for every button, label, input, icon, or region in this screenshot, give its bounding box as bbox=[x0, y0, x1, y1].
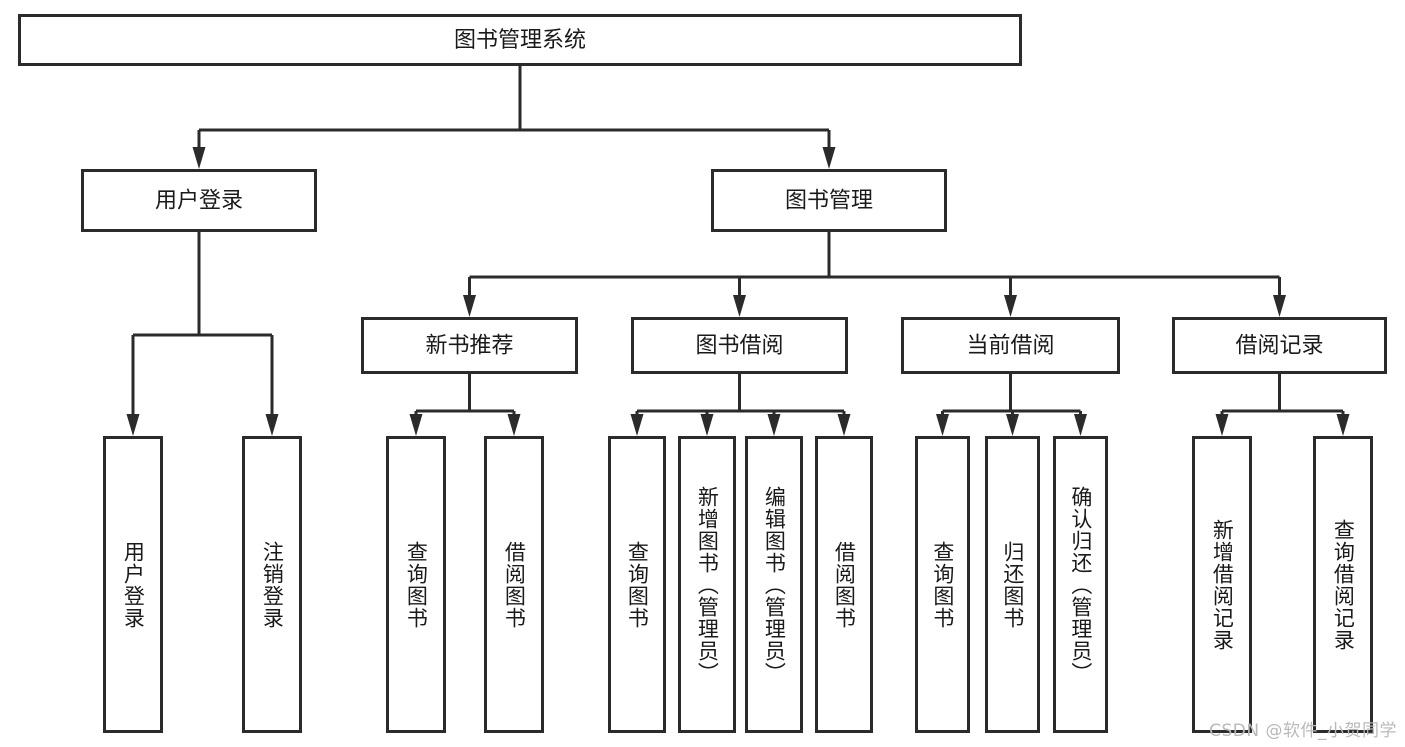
arrow-icon-leaf-add-record bbox=[1215, 414, 1229, 436]
node-current-borrow-label: 当前借阅 bbox=[966, 334, 1054, 359]
node-leaf-add-record[interactable] bbox=[1192, 436, 1252, 733]
arrow-icon-leaf-return-book bbox=[1006, 414, 1019, 436]
node-leaf-confirm-return[interactable] bbox=[1053, 436, 1108, 733]
csdn-watermark: CSDN @软件_小贺同学 bbox=[1209, 721, 1397, 741]
node-user-login[interactable] bbox=[81, 169, 317, 232]
node-book-manage[interactable] bbox=[711, 169, 947, 232]
node-user-login-label: 用户登录 bbox=[155, 189, 243, 214]
arrow-icon-leaf-query-book-cur bbox=[936, 414, 949, 436]
arrow-icon-current-borrow bbox=[1004, 295, 1017, 317]
node-box-layer bbox=[18, 14, 1387, 733]
arrow-icon-leaf-borrow-book-rec bbox=[507, 414, 521, 436]
arrow-icon-leaf-add-book bbox=[700, 414, 714, 436]
node-leaf-borrow-book-rec[interactable] bbox=[484, 436, 544, 733]
arrow-icon-book-borrow bbox=[733, 295, 746, 317]
arrow-icon-leaf-user-logout bbox=[265, 414, 279, 436]
node-root[interactable] bbox=[18, 14, 1022, 66]
arrow-icon-leaf-query-book-bor bbox=[630, 414, 644, 436]
node-leaf-add-book[interactable] bbox=[678, 436, 736, 733]
node-book-borrow-label: 图书借阅 bbox=[695, 334, 783, 359]
node-leaf-user-login[interactable] bbox=[103, 436, 163, 733]
node-new-book-rec-label: 新书推荐 bbox=[425, 334, 513, 359]
connector-layer bbox=[126, 66, 1350, 436]
node-leaf-borrow-book[interactable] bbox=[815, 436, 873, 733]
arrow-icon-borrow-record bbox=[1273, 295, 1286, 317]
arrow-icon-new-book-rec bbox=[463, 295, 476, 317]
node-leaf-query-book-bor[interactable] bbox=[608, 436, 666, 733]
node-leaf-query-book-rec[interactable] bbox=[386, 436, 446, 733]
node-root-label: 图书管理系统 bbox=[454, 28, 586, 53]
node-leaf-query-book-cur[interactable] bbox=[915, 436, 970, 733]
node-leaf-return-book[interactable] bbox=[985, 436, 1040, 733]
arrow-icon-leaf-user-login bbox=[126, 414, 140, 436]
arrow-icon-leaf-edit-book bbox=[767, 414, 781, 436]
arrow-icon-leaf-borrow-book bbox=[837, 414, 851, 436]
node-leaf-query-record[interactable] bbox=[1313, 436, 1373, 733]
arrow-icon-user-login bbox=[192, 147, 206, 169]
node-leaf-edit-book[interactable] bbox=[745, 436, 803, 733]
node-new-book-rec[interactable] bbox=[361, 317, 578, 374]
arrow-icon-leaf-query-book-rec bbox=[409, 414, 423, 436]
arrow-icon-book-manage bbox=[822, 147, 836, 169]
node-leaf-user-logout[interactable] bbox=[242, 436, 302, 733]
node-borrow-record[interactable] bbox=[1172, 317, 1387, 374]
arrow-icon-leaf-confirm-return bbox=[1074, 414, 1087, 436]
node-book-manage-label: 图书管理 bbox=[785, 189, 873, 214]
node-current-borrow[interactable] bbox=[901, 317, 1120, 374]
node-book-borrow[interactable] bbox=[631, 317, 848, 374]
arrow-icon-leaf-query-record bbox=[1336, 414, 1350, 436]
node-borrow-record-label: 借阅记录 bbox=[1235, 334, 1323, 359]
